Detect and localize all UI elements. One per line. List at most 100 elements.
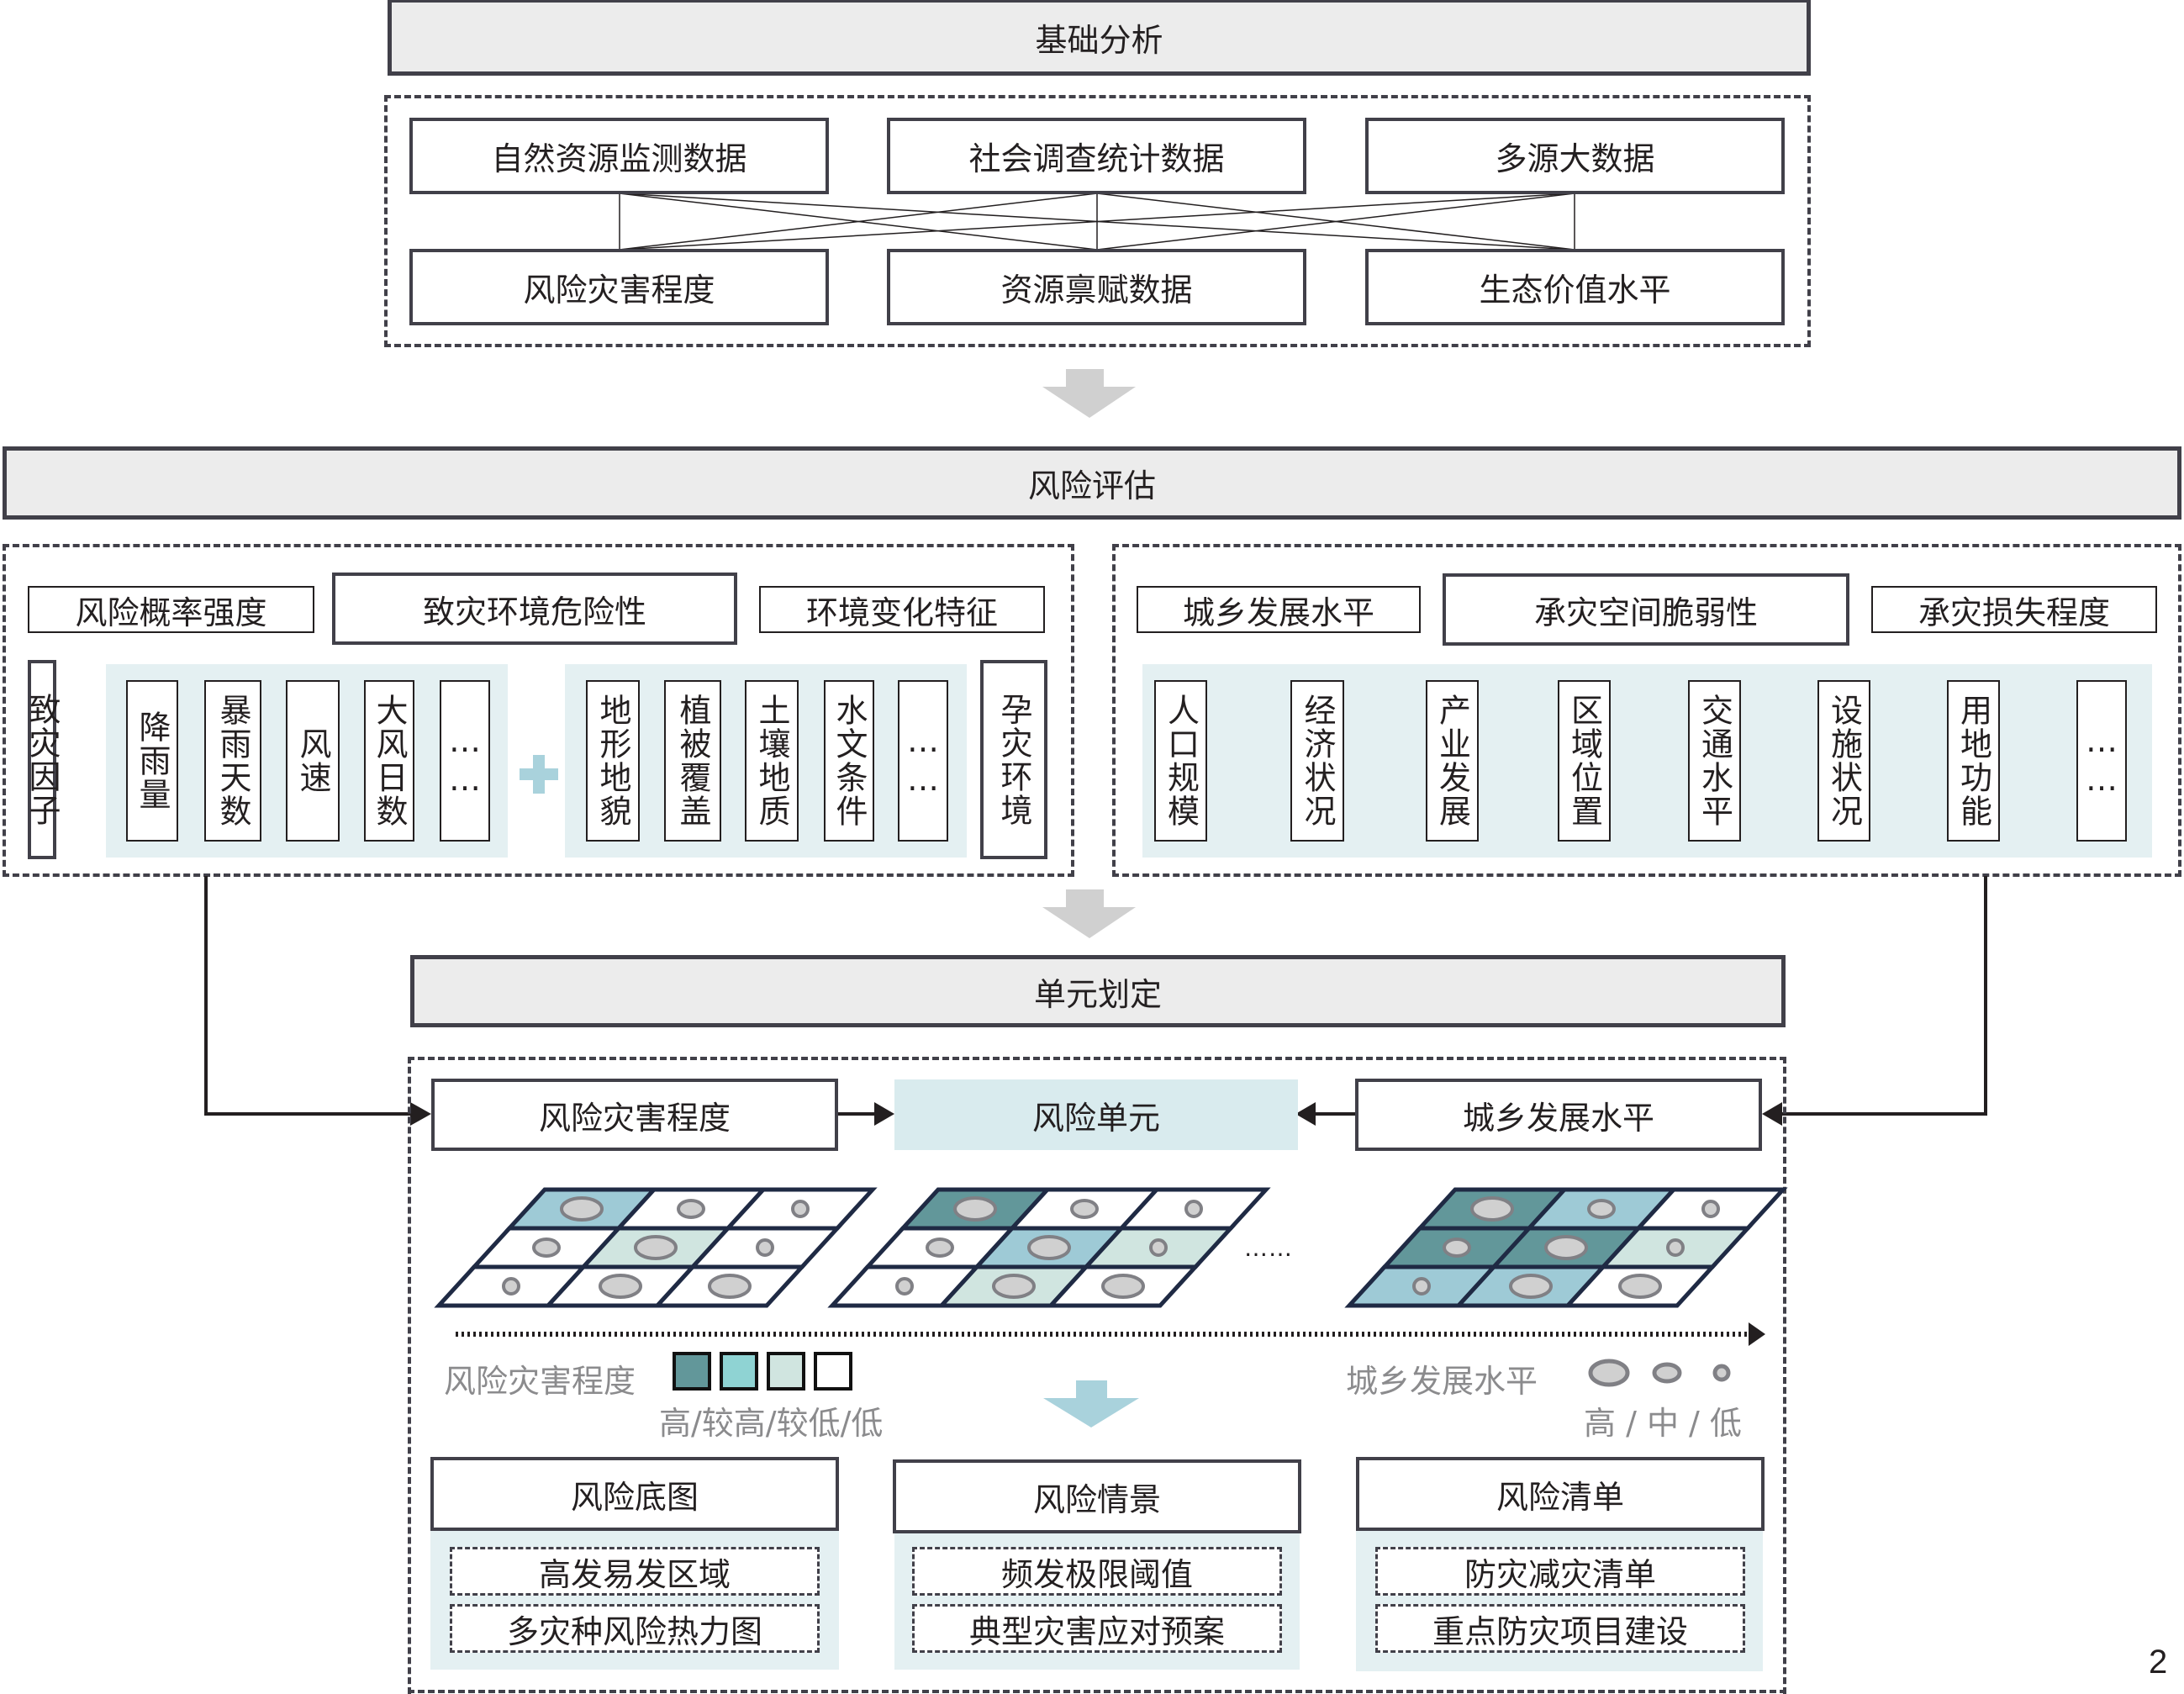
legend-hazard-label: 风险灾害程度 xyxy=(444,1363,636,1400)
factor-label: 暴雨天数 xyxy=(214,694,251,828)
factor-location: 区域位置 xyxy=(1558,680,1611,842)
factor-gale-days: 大风日数 xyxy=(364,680,414,842)
right-connector-line xyxy=(1782,876,1987,1116)
input-urban-rural-development: 城乡发展水平 xyxy=(1355,1079,1762,1151)
development-marker xyxy=(791,1200,810,1218)
data-box-resource-endowment: 资源禀赋数据 xyxy=(887,249,1306,325)
output-item: 典型灾害应对预案 xyxy=(912,1604,1282,1653)
grid-ellipsis: …… xyxy=(1244,1234,1293,1262)
factor-label: 降雨量 xyxy=(134,710,171,811)
header-label: 环境变化特征 xyxy=(805,594,998,631)
data-box-label: 生态价值水平 xyxy=(1479,272,1671,309)
output-risk-list: 风险清单 xyxy=(1356,1457,1765,1531)
output-item-label: 防灾减灾清单 xyxy=(1464,1555,1656,1593)
grid-1 xyxy=(434,1187,878,1308)
stage-risk-assessment-bar: 风险评估 xyxy=(3,446,2181,520)
factor-rainfall: 降雨量 xyxy=(126,680,178,842)
data-box-social-survey: 社会调查统计数据 xyxy=(887,118,1306,194)
output-title: 风险情景 xyxy=(1032,1480,1161,1518)
connector-line xyxy=(619,193,1575,251)
header-label: 承灾空间脆弱性 xyxy=(1533,594,1758,631)
stage-title: 单元划定 xyxy=(1033,975,1162,1013)
ellipsis-label: …… xyxy=(905,722,942,800)
header-urban-rural-development: 城乡发展水平 xyxy=(1137,586,1421,633)
ellipsis-label: …… xyxy=(446,722,483,800)
factor-label: 用地功能 xyxy=(1955,694,1992,828)
factor-land-use: 用地功能 xyxy=(1947,680,2000,842)
factor-label: 区域位置 xyxy=(1565,694,1603,828)
factor-label: 大风日数 xyxy=(371,694,408,828)
panel-bottom-border xyxy=(408,1690,1786,1693)
down-arrow-icon xyxy=(1042,369,1136,418)
development-marker xyxy=(1509,1274,1553,1299)
stage-basic-analysis-bar: 基础分析 xyxy=(388,0,1811,76)
factor-label: 经济状况 xyxy=(1299,694,1336,828)
header-label: 致灾环境危险性 xyxy=(422,593,646,631)
data-box-label: 风险灾害程度 xyxy=(523,272,715,309)
input-label: 风险灾害程度 xyxy=(538,1099,731,1137)
legend-swatch xyxy=(814,1352,852,1391)
development-marker xyxy=(1666,1238,1685,1257)
output-risk-scenario: 风险情景 xyxy=(893,1459,1301,1533)
development-marker xyxy=(560,1196,604,1222)
factor-label: 地形地貌 xyxy=(594,694,631,828)
development-marker xyxy=(677,1199,705,1219)
factor-label: 设施状况 xyxy=(1825,694,1863,828)
factor-population: 人口规模 xyxy=(1154,680,1207,842)
output-item-label: 频发极限阈值 xyxy=(1000,1555,1193,1593)
input-label: 城乡发展水平 xyxy=(1462,1099,1654,1137)
data-box-label: 资源禀赋数据 xyxy=(1000,272,1193,309)
factor-wind-speed: 风速 xyxy=(286,680,340,842)
basic-analysis-panel xyxy=(384,95,1811,347)
hazard-environment-panel xyxy=(3,544,1074,877)
legend-hazard-levels: 高/较高/较低/低 xyxy=(659,1405,884,1442)
connector-line xyxy=(1096,193,1575,251)
factor-rainstorm-days: 暴雨天数 xyxy=(204,680,261,842)
header-hazard-environment-danger: 致灾环境危险性 xyxy=(332,573,737,645)
stage-title: 风险评估 xyxy=(1027,467,1156,504)
output-title: 风险底图 xyxy=(570,1478,699,1516)
grid-3 xyxy=(1344,1187,1788,1308)
arrow-head-icon xyxy=(410,1102,431,1126)
header-bearing-space-vulnerability: 承灾空间脆弱性 xyxy=(1443,573,1849,646)
arrow-head-icon xyxy=(1762,1102,1782,1126)
development-marker xyxy=(1544,1235,1588,1260)
factor-hydrology: 水文条件 xyxy=(824,680,874,842)
risk-unit-label: 风险单元 xyxy=(1031,1099,1160,1137)
legend-hazard-swatches xyxy=(673,1352,852,1394)
development-marker xyxy=(599,1274,642,1299)
development-marker xyxy=(708,1274,752,1299)
development-marker xyxy=(1701,1200,1720,1218)
development-marker xyxy=(1412,1277,1431,1296)
stage-unit-division-bar: 单元划定 xyxy=(410,955,1786,1027)
development-marker xyxy=(895,1277,914,1296)
input-risk-hazard-degree: 风险灾害程度 xyxy=(431,1079,838,1151)
factor-label: 交通水平 xyxy=(1696,694,1733,828)
factor-label: 人口规模 xyxy=(1162,694,1200,828)
output-item: 防灾减灾清单 xyxy=(1375,1547,1745,1596)
development-marker xyxy=(1470,1196,1514,1222)
stage-title: 基础分析 xyxy=(1035,21,1163,59)
data-box-label: 社会调查统计数据 xyxy=(968,140,1225,177)
development-marker xyxy=(634,1235,678,1260)
side-label-hazard-factor: 致灾因子 xyxy=(24,660,61,859)
legend-swatch xyxy=(720,1352,758,1391)
data-box-natural-resource: 自然资源监测数据 xyxy=(409,118,829,194)
development-marker xyxy=(992,1274,1036,1299)
legend-swatch xyxy=(767,1352,805,1391)
development-marker xyxy=(502,1277,520,1296)
legend-circle-low xyxy=(1712,1364,1731,1382)
grid-2 xyxy=(827,1187,1271,1308)
data-box-ecological-value: 生态价值水平 xyxy=(1365,249,1785,325)
factor-economy: 经济状况 xyxy=(1290,680,1344,842)
side-label-text: 致灾因子 xyxy=(24,692,61,827)
output-item: 频发极限阈值 xyxy=(912,1547,1282,1596)
output-item: 重点防灾项目建设 xyxy=(1375,1604,1745,1653)
output-item: 高发易发区域 xyxy=(450,1547,820,1596)
